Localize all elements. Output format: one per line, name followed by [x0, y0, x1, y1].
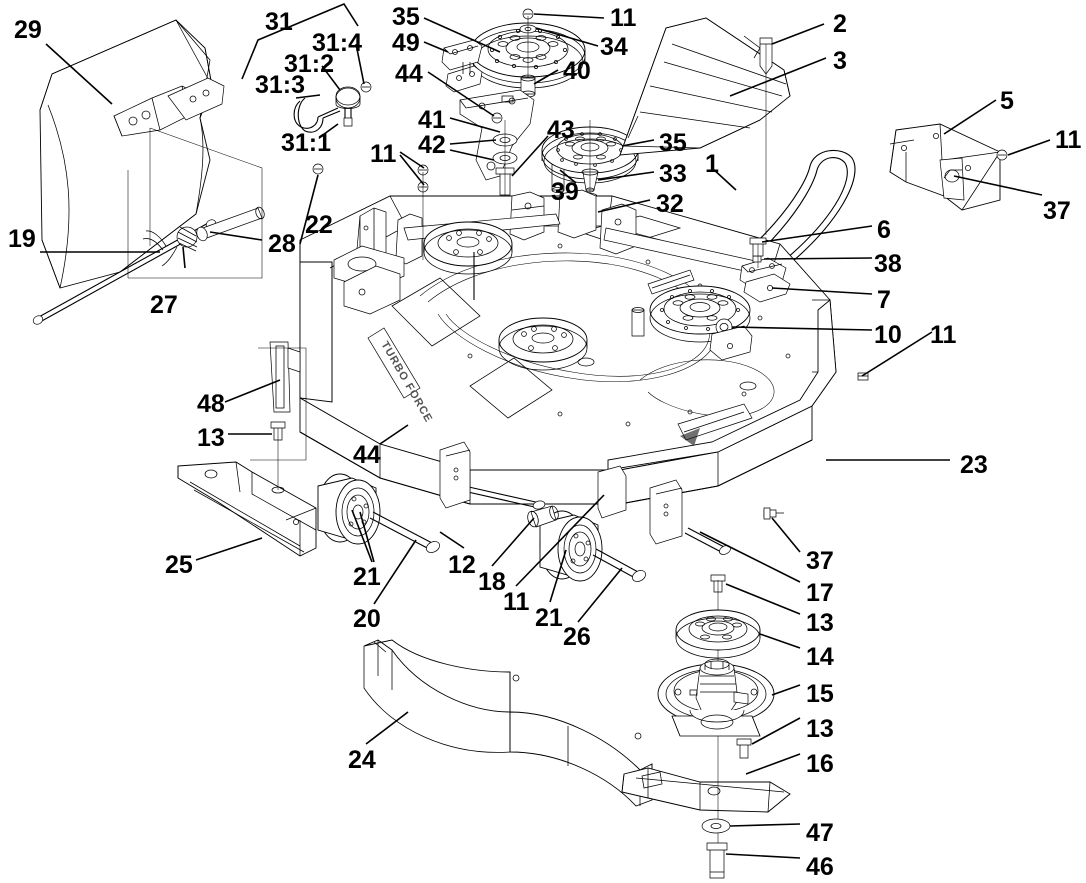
callout-6: 6	[877, 216, 891, 244]
callout-17: 17	[806, 579, 834, 607]
callout-39: 39	[551, 178, 579, 206]
callout-31-4: 31:4	[312, 29, 363, 57]
deck-pulley-center	[498, 317, 588, 371]
part-38-fastener	[752, 255, 762, 263]
part-14-pulley	[675, 609, 761, 659]
callout-11-right-deck: 11	[930, 321, 957, 349]
part-22-fastener	[312, 163, 324, 175]
part-21-wheel-right	[539, 510, 603, 582]
part-11-bolt-right-deck	[857, 372, 869, 381]
callout-35-upper: 35	[392, 3, 420, 31]
callout-18: 18	[478, 568, 506, 596]
deck-pulley-left	[423, 221, 513, 300]
callout-22: 22	[305, 211, 333, 239]
part-46-bolt	[706, 842, 728, 879]
callout-13-skid: 13	[197, 424, 225, 452]
callout-16: 16	[806, 750, 834, 778]
callout-13-spindle-lower: 13	[806, 715, 834, 743]
part-31-latch-assembly	[241, 3, 372, 133]
callout-27: 27	[150, 291, 178, 319]
part-28-tube	[196, 206, 265, 242]
part-26-axle-right	[592, 548, 646, 582]
callout-31-3: 31:3	[255, 71, 306, 99]
callout-24: 24	[348, 746, 376, 774]
part-3-deflector	[619, 17, 791, 156]
callout-14: 14	[806, 643, 834, 671]
part-25-skid	[177, 461, 317, 557]
callout-20: 20	[353, 605, 381, 633]
callout-31-2: 31:2	[284, 50, 335, 78]
part-11-bolt-bracket5	[996, 149, 1008, 161]
callout-21-right: 21	[535, 604, 563, 632]
callout-40: 40	[563, 57, 591, 85]
callout-37-lower: 37	[806, 547, 834, 575]
callout-3: 3	[833, 47, 847, 75]
part-44-bolt-upper	[491, 112, 503, 124]
callout-33: 33	[659, 160, 687, 188]
callout-49: 49	[392, 29, 420, 57]
callout-38: 38	[874, 250, 902, 278]
callout-29: 29	[14, 16, 42, 44]
part-27-spring	[142, 226, 198, 267]
callout-12: 12	[448, 551, 476, 579]
callout-46: 46	[806, 853, 834, 881]
part-48-bracket	[250, 341, 307, 461]
callout-34: 34	[600, 33, 628, 61]
part-47-washer	[701, 818, 731, 834]
callout-11-bracket5: 11	[1055, 126, 1082, 154]
deck-mount-tabs	[439, 441, 683, 545]
callout-31: 31	[265, 8, 293, 36]
callout-44-upper: 44	[395, 60, 423, 88]
callout-47: 47	[806, 819, 834, 847]
callout-11-wheel: 11	[503, 588, 530, 616]
part-16-blade	[621, 767, 791, 813]
callout-25: 25	[165, 551, 193, 579]
callout-28: 28	[268, 230, 296, 258]
callout-21-left: 21	[353, 563, 381, 591]
callout-32: 32	[656, 190, 684, 218]
callout-42: 42	[418, 131, 446, 159]
part-15-spindle	[657, 658, 775, 737]
callout-7: 7	[877, 286, 891, 314]
callout-10: 10	[874, 321, 902, 349]
callout-1-belt: 1	[705, 150, 719, 178]
part-11-bolts-left	[417, 164, 429, 260]
callout-41: 41	[418, 106, 446, 134]
part-21-wheel-left	[317, 473, 381, 545]
part-13-bolt-skid	[270, 421, 286, 494]
callout-13-spindle-top: 13	[806, 609, 834, 637]
callout-31-1: 31:1	[281, 129, 332, 157]
callout-44-lower: 44	[353, 441, 381, 469]
callout-2: 2	[833, 10, 847, 38]
part-13-bolt-spindle-lower	[736, 738, 752, 759]
part-24-baffle	[363, 639, 653, 807]
callout-48: 48	[197, 390, 225, 418]
part-29-chute	[39, 19, 263, 289]
callout-11-top: 11	[610, 4, 637, 32]
part-5-bracket	[889, 123, 1001, 211]
part-41-idler-arm	[459, 89, 535, 181]
callout-43: 43	[547, 116, 575, 144]
callout-23: 23	[960, 451, 988, 479]
part-20-axle-left	[369, 511, 440, 553]
callout-35-mid: 35	[659, 129, 687, 157]
callout-37-upper: 37	[1043, 197, 1071, 225]
part-7-bracket	[739, 257, 791, 303]
callout-19: 19	[8, 225, 36, 253]
part-12-rod	[458, 484, 546, 510]
deck-warning-decal	[677, 403, 753, 446]
callout-26: 26	[563, 623, 591, 651]
callout-15: 15	[806, 680, 834, 708]
part-37-bolt	[763, 507, 784, 520]
callout-11-left: 11	[370, 140, 397, 168]
part-40-spacer	[520, 74, 536, 98]
leader-lines	[40, 13, 1051, 859]
part-49-bracket	[441, 39, 483, 93]
part-17-rod	[684, 527, 731, 555]
part-18-bushing	[527, 505, 559, 528]
callout-5: 5	[1000, 87, 1014, 115]
deck-spacer	[631, 307, 645, 337]
